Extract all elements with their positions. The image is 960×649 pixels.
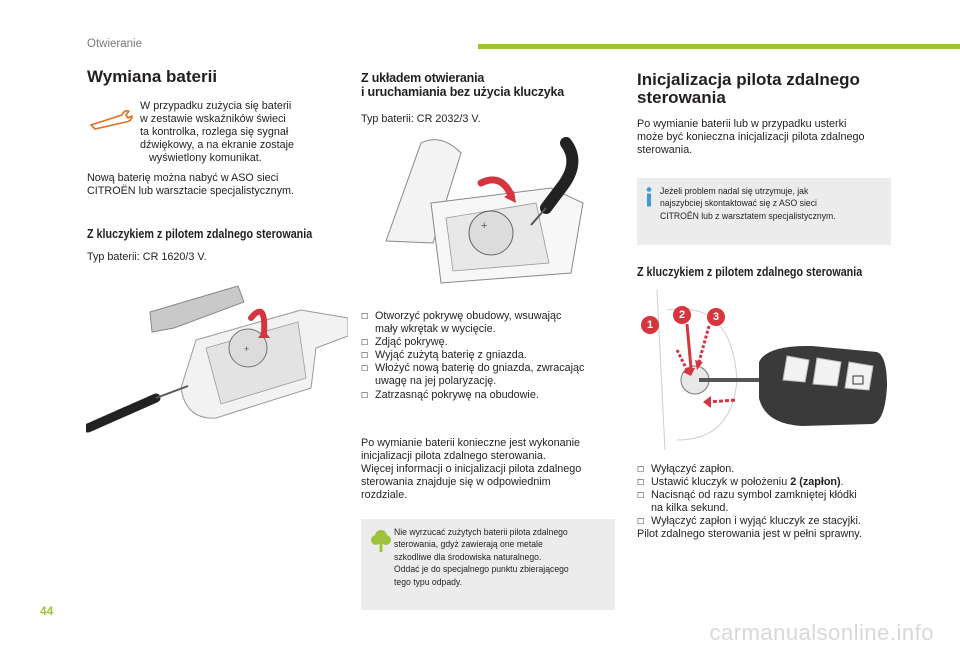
eco-note-text: Nie wyrzucać zużytych baterii pilota zda… [394, 527, 569, 588]
list-item: Wyjąć zużytą baterię z gniazda. [361, 349, 621, 362]
after-replacement-text: Po wymianie baterii konieczne jest wykon… [361, 437, 582, 502]
battery-purchase-note: Nową baterię można nabyć w ASO sieci CIT… [87, 172, 294, 198]
callout-3: 3 [707, 308, 725, 326]
svg-text:+: + [244, 344, 249, 354]
info-icon [646, 187, 652, 207]
section-title-keyless: Z układem otwierania i uruchamiania bez … [361, 71, 565, 99]
eco-note-box: Nie wyrzucać zużytych baterii pilota zda… [361, 519, 615, 610]
wrench-warning-icon [88, 108, 134, 130]
list-item: Wyłączyć zapłon. [637, 463, 897, 476]
list-item: Zdjąć pokrywę. [361, 336, 621, 349]
list-item: Ustawić kluczyk w położeniu 2 (zapłon). [637, 476, 897, 489]
section-bar [478, 44, 960, 49]
subheading-remote-key-init: Z kluczykiem z pilotem zdalnego sterowan… [637, 265, 863, 279]
svg-text:+: + [481, 220, 487, 232]
battery-intro: W przypadku zużycia się baterii w zestaw… [140, 100, 295, 165]
list-item: Wyłączyć zapłon i wyjąć kluczyk ze stacy… [637, 515, 897, 528]
battery-type-2032: Typ baterii: CR 2032/3 V. [361, 113, 481, 125]
callout-2: 2 [673, 306, 691, 324]
subheading-remote-key: Z kluczykiem z pilotem zdalnego sterowan… [87, 227, 313, 241]
section-title-battery: Wymiana baterii [87, 67, 218, 86]
list-item: Zatrzasnąć pokrywę na obudowie. [361, 389, 621, 402]
tree-icon [370, 528, 392, 552]
list-item: Nacisnąć od razu symbol zamkniętej kłódk… [637, 489, 897, 515]
info-note-text: Jeżeli problem nadal się utrzymuje, jak … [660, 186, 836, 222]
section-title-initialization: Inicjalizacja pilota zdalnego sterowania [637, 70, 860, 107]
keyless-fob-illustration: + [361, 133, 596, 291]
battery-type-1620: Typ baterii: CR 1620/3 V. [87, 251, 207, 263]
page-number: 44 [40, 604, 54, 618]
info-note-box: Jeżeli problem nadal się utrzymuje, jak … [637, 178, 891, 245]
initialization-intro: Po wymianie baterii lub w przypadku uste… [637, 118, 865, 157]
ignition-key-illustration [637, 289, 897, 451]
callout-1: 1 [641, 316, 659, 334]
initialization-steps-list: Wyłączyć zapłon. Ustawić kluczyk w położ… [637, 463, 897, 528]
key-battery-illustration: + [83, 278, 349, 436]
initialization-final: Pilot zdalnego sterowania jest w pełni s… [637, 528, 862, 540]
watermark: carmanualsonline.info [709, 620, 934, 645]
list-item: Włożyć nową baterię do gniazda, zwracają… [361, 362, 621, 388]
section-label: Otwieranie [87, 38, 142, 50]
